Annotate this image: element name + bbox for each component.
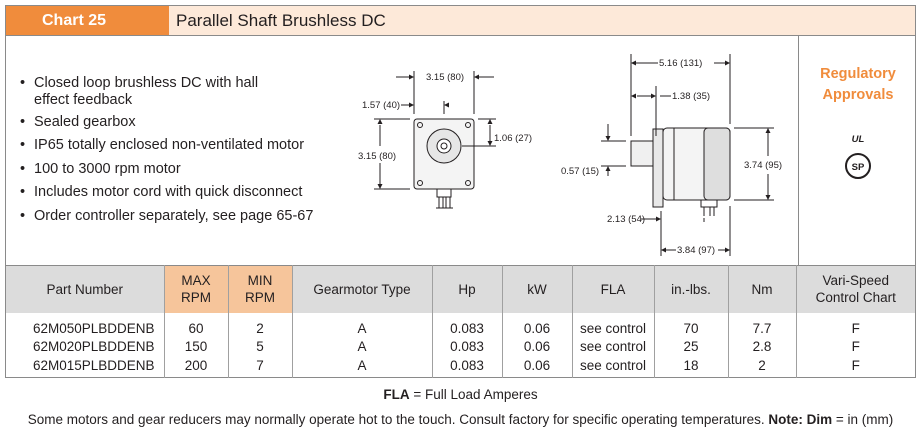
side-shaft-dia-dim: 0.57 (15) xyxy=(561,166,599,177)
side-height-dim: 3.74 (95) xyxy=(744,160,782,171)
regulatory-title: Regulatory Approvals xyxy=(820,66,896,103)
col-nm: Nm xyxy=(728,265,797,313)
feature-item: Closed loop brushless DC with halleffect… xyxy=(20,72,340,109)
table-row: 62M015PLBDDENB 200 7 A 0.083 0.06 see co… xyxy=(6,356,915,378)
chart-frame: Chart 25 Parallel Shaft Brushless DC Clo… xyxy=(5,5,916,378)
table-row: 62M050PLBDDENB 60 2 A 0.083 0.06 see con… xyxy=(6,312,915,338)
feature-item: Order controller separately, see page 65… xyxy=(20,205,340,229)
feature-list: Closed loop brushless DC with halleffect… xyxy=(20,72,340,228)
csa-certified-icon: SP xyxy=(800,152,916,185)
chart-title: Parallel Shaft Brushless DC xyxy=(176,11,386,30)
footer-note: Some motors and gear reducers may normal… xyxy=(27,412,894,427)
feature-item: 100 to 3000 rpm motor xyxy=(20,158,340,182)
feature-item: Includes motor cord with quick disconnec… xyxy=(20,181,340,205)
fla-definition: FLA = Full Load Amperes xyxy=(383,387,538,402)
col-hp: Hp xyxy=(432,265,503,313)
feature-item: IP65 totally enclosed non-ventilated mot… xyxy=(20,134,340,158)
chart-number: Chart 25 xyxy=(6,6,169,35)
svg-text:SP: SP xyxy=(852,162,865,173)
front-offset-dim: 1.57 (40) xyxy=(362,100,400,111)
dimension-drawings: 3.15 (80) 1.57 (40) 1.06 (27) 3.15 (80) … xyxy=(358,54,782,256)
col-in-lbs: in.-lbs. xyxy=(654,265,729,313)
feature-item: Sealed gearbox xyxy=(20,111,340,135)
side-shaft-length-dim: 1.38 (35) xyxy=(672,91,710,102)
side-base-dim: 2.13 (54) xyxy=(607,214,645,225)
col-gearmotor-type: Gearmotor Type xyxy=(292,265,433,313)
col-fla: FLA xyxy=(572,265,655,313)
table-row: 62M020PLBDDENB 150 5 A 0.083 0.06 see co… xyxy=(6,338,915,357)
front-height-dim: 3.15 (80) xyxy=(358,151,396,162)
front-view-drawing xyxy=(374,71,496,209)
regulatory-divider xyxy=(798,36,799,265)
chart-header: Chart 25 Parallel Shaft Brushless DC xyxy=(6,6,915,36)
ul-recognized-icon: UL xyxy=(800,123,916,152)
side-view-drawing xyxy=(601,54,774,256)
col-kw: kW xyxy=(502,265,573,313)
side-body-dim: 3.84 (97) xyxy=(677,245,715,256)
svg-text:UL: UL xyxy=(852,134,865,145)
side-total-dim: 5.16 (131) xyxy=(659,58,702,69)
front-shaft-dim: 1.06 (27) xyxy=(494,133,532,144)
front-width-dim: 3.15 (80) xyxy=(426,72,464,83)
col-part-number: Part Number xyxy=(6,265,165,313)
